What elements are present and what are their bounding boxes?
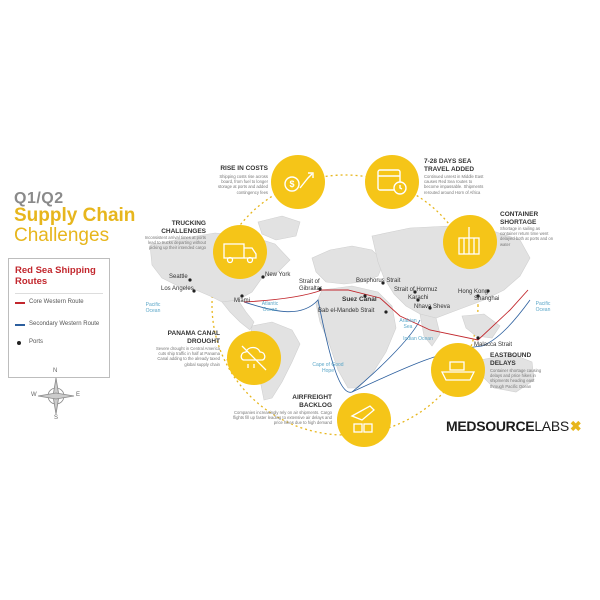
europe-shape [311, 245, 385, 285]
port-label-bab-el-mandeb: Bab el-Mandeb Strait [318, 308, 375, 314]
challenge-circle-sea [365, 155, 419, 209]
challenge-body-container: Shortage in sailing as container return … [500, 226, 554, 247]
greenland-shape [257, 215, 301, 241]
challenge-circle-container [443, 215, 497, 269]
ocean-label-cape: Cape of Good Hope [312, 362, 344, 374]
calendar-clock-icon [377, 169, 407, 195]
port-dot-malacca [476, 336, 480, 340]
southeast-asia-shape [461, 313, 501, 339]
port-label-hormuz: Strait of Hormuz [394, 287, 438, 293]
port-dot-bab-el-mandeb [384, 310, 388, 314]
secondary-route-line-2 [351, 299, 531, 393]
secondary-route-line [243, 299, 421, 393]
legend-port-dot [17, 341, 21, 345]
port-dot-miami [240, 294, 244, 298]
challenge-title-container: Container Shortage [500, 211, 539, 226]
port-label-los-angeles: Los Angeles [161, 286, 194, 292]
port-label-hong-kong: Hong Kong [458, 289, 489, 295]
drought-cloud-icon [240, 345, 267, 371]
dollar-growth-icon [284, 172, 314, 192]
port-label-miami: Miami [234, 298, 250, 304]
port-label-suez: Suez Canal [342, 296, 377, 303]
period-label: Q1/Q2 [14, 190, 64, 207]
challenge-body-panama: Severe drought in Central America cuts s… [156, 346, 221, 367]
port-label-gibraltar: Strait of Gibraltar [299, 279, 323, 292]
port-label-seattle: Seattle [169, 274, 188, 280]
compass-w: W [31, 392, 37, 398]
cargo-ship-icon [440, 361, 476, 381]
page-title: Supply Chain [14, 205, 136, 226]
challenge-body-eastbound: Container shortage causing delays and pr… [490, 368, 542, 389]
core-route-line [243, 289, 529, 341]
legend-core-swatch [15, 302, 25, 304]
ocean-label-atlantic: Atlantic Ocean [261, 301, 279, 313]
challenge-title-air: Airfreight Backlog [292, 394, 332, 409]
port-dot-suez [363, 294, 367, 298]
port-label-shanghai: Shanghai [474, 296, 500, 302]
port-dot-los-angeles [192, 289, 196, 293]
truck-icon [223, 243, 257, 264]
port-dot-gibraltar [318, 287, 322, 291]
port-label-malacca: Malacca Strait [474, 342, 513, 348]
legend-ports-label: Ports [29, 339, 44, 345]
challenge-title-rise: Rise in Costs [220, 165, 268, 172]
port-dot-shanghai [486, 289, 490, 293]
challenge-circle-eastbound [431, 343, 485, 397]
challenge-body-rise: Shipping costs rise across board, from f… [217, 174, 268, 195]
challenge-circle-air [337, 393, 391, 447]
legend-heading: Red Sea Shipping Routes [15, 265, 96, 287]
challenge-body-sea: Continued unrest in Middle East causes R… [424, 174, 484, 195]
legend-box: Red Sea Shipping Routes Core Western Rou… [8, 258, 110, 378]
australia-shape [479, 353, 535, 393]
ocean-label-arabian: Arabian Sea [399, 318, 417, 330]
legend-core-label: Core Western Route [29, 299, 84, 305]
challenge-body-air: Companies increasingly rely on air shipm… [233, 410, 332, 426]
ocean-label-indian: Indian Ocean [403, 336, 433, 342]
legend-secondary-swatch [15, 324, 25, 326]
port-dots [188, 275, 490, 340]
compass-icon [37, 377, 75, 415]
ocean-label-pacific-west: Pacific Ocean [145, 302, 161, 314]
challenge-title-trucking: Trucking Challenges [161, 220, 206, 235]
logo-main: MEDSOURCE [446, 418, 535, 434]
challenge-circle-trucking [213, 225, 267, 279]
svg-text:$: $ [289, 179, 294, 189]
port-dot-bosphorus [381, 281, 385, 285]
port-dot-hong-kong [476, 294, 480, 298]
challenge-circle-rise: $ [271, 155, 325, 209]
compass-n: N [53, 368, 58, 374]
port-label-new-york: New York [265, 272, 291, 278]
central-america-shape [221, 299, 255, 331]
challenge-body-trucking: Inconsistent arrival times at ports lead… [144, 235, 206, 251]
port-label-karachi: Karachi [408, 295, 429, 301]
compass-e: E [76, 392, 81, 398]
ocean-label-pacific-east: Pacific Ocean [535, 301, 551, 313]
port-label-nhava-sheva: Nhava Sheva [414, 304, 451, 310]
port-dot-karachi [416, 298, 420, 302]
legend-divider [15, 293, 103, 294]
port-dot-seattle [188, 278, 192, 282]
legend-secondary-label: Secondary Western Route [29, 321, 100, 327]
logo-mark-icon: ✖ [569, 418, 582, 434]
port-dot-hormuz [413, 290, 417, 294]
compass-s: S [54, 415, 59, 421]
challenge-title-panama: Panama Canal Drought [167, 330, 220, 345]
compass-rose [37, 377, 75, 415]
port-dot-nhava-sheva [428, 306, 432, 310]
challenge-title-sea: 7-28 Days Sea Travel Added [424, 158, 475, 173]
port-label-bosphorus: Bosphorus Strait [356, 278, 401, 284]
page-subtitle: Challenges [14, 225, 110, 246]
challenge-circle-panama [227, 331, 281, 385]
airplane-boxes-icon [350, 405, 375, 433]
logo-labs: LABS [534, 418, 569, 434]
challenge-title-eastbound: Eastbound Delays [490, 352, 532, 367]
brand-logo: MEDSOURCELABS✖ [446, 418, 582, 435]
port-dot-new-york [261, 275, 265, 279]
container-crane-icon [458, 227, 480, 255]
